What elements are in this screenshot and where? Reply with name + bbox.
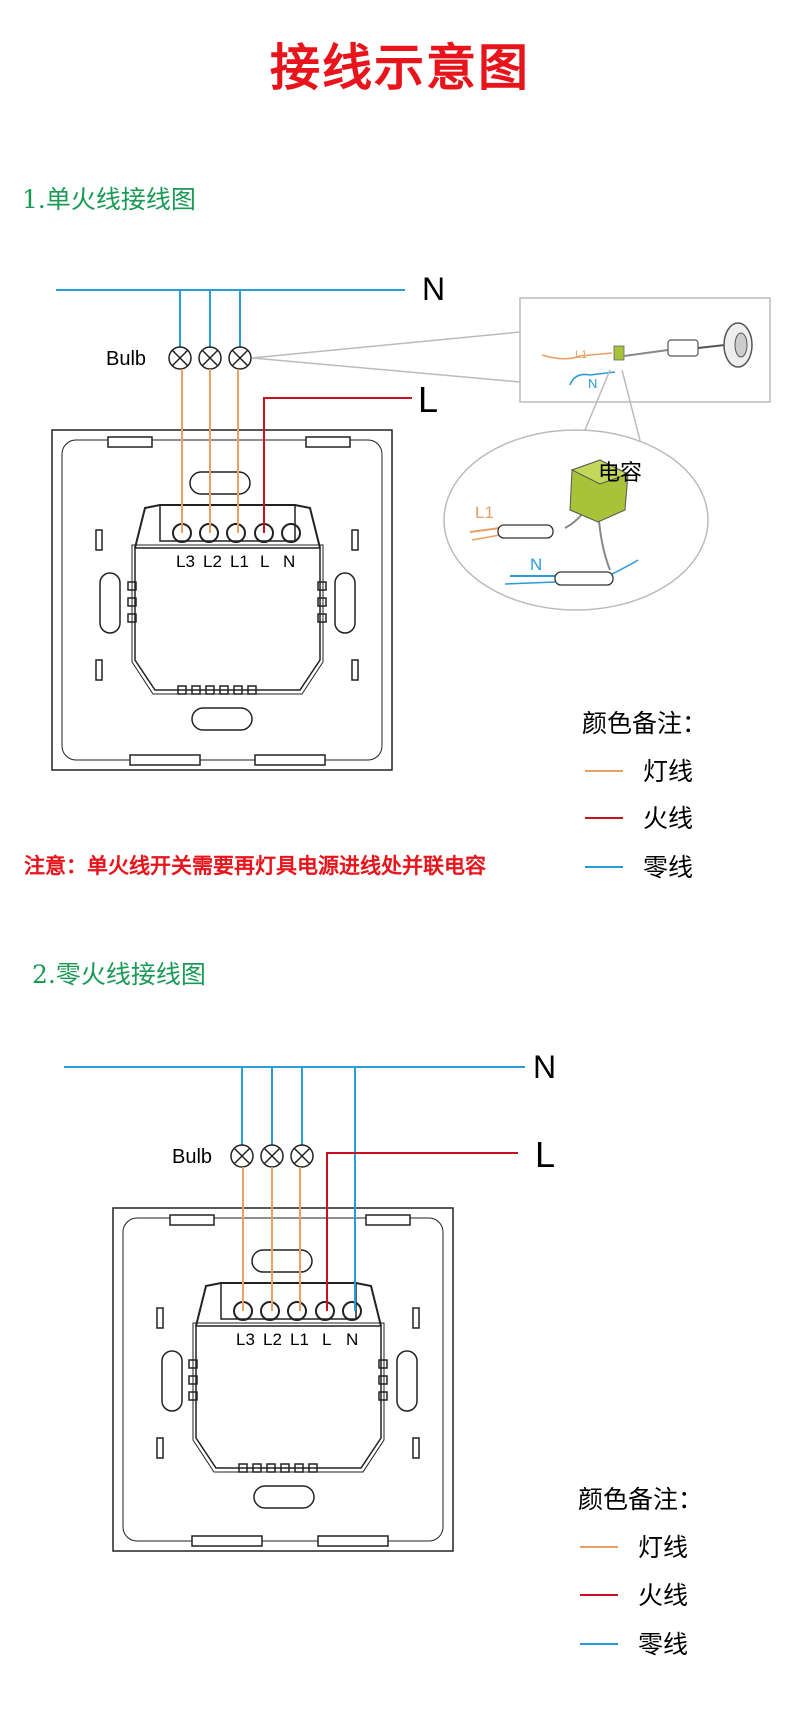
section1-live-wire xyxy=(263,397,412,533)
inset-zoom-n-label: N xyxy=(530,555,542,574)
section2-bulb-symbols xyxy=(230,1144,314,1168)
section1-switch-panel xyxy=(51,429,393,771)
section2-legend-swatch-live xyxy=(580,1594,618,1596)
section1-bulb-symbols xyxy=(168,346,252,370)
section2-live-wire xyxy=(326,1152,518,1311)
section2-switch-panel xyxy=(112,1207,454,1552)
section2-heading: 2.零火线接线图 xyxy=(32,960,206,989)
section1-bulb-label: Bulb xyxy=(106,348,146,370)
section2-legend-label-lamp: 灯线 xyxy=(638,1533,689,1562)
page-title: 接线示意图 xyxy=(270,39,530,97)
section2-terminal-l: L xyxy=(322,1330,331,1349)
section1-legend-label-neutral: 零线 xyxy=(643,853,694,882)
section2-l-label: L xyxy=(535,1134,555,1175)
inset-small-n-label: N xyxy=(588,376,597,391)
section1-zoom-inset: 电容 L1 N xyxy=(443,429,709,611)
section2-legend-label-neutral: 零线 xyxy=(638,1630,689,1659)
section1-n-label: N xyxy=(422,271,445,307)
section1-terminal-l1: L1 xyxy=(230,552,249,571)
section1-legend-label-live: 火线 xyxy=(643,804,694,833)
section2-terminal-l2: L2 xyxy=(263,1330,282,1349)
section1-legend-swatch-neutral xyxy=(585,866,623,868)
section2-bulb-label: Bulb xyxy=(172,1146,212,1168)
section1-heading: 1.单火线接线图 xyxy=(22,185,196,214)
section1-legend-title: 颜色备注： xyxy=(582,709,708,738)
section1-lamp-wires xyxy=(181,369,239,533)
section2-legend-swatch-lamp xyxy=(580,1546,618,1548)
inset-zoom-l1-label: L1 xyxy=(475,503,494,522)
section1-callout-lines xyxy=(251,331,521,383)
section2-n-label: N xyxy=(533,1049,556,1085)
section1-legend-swatch-lamp xyxy=(585,770,623,772)
section1-terminal-l2: L2 xyxy=(203,552,222,571)
section1-note: 注意：单火线开关需要再灯具电源进线处并联电容 xyxy=(24,854,486,878)
section2-legend-title: 颜色备注： xyxy=(578,1485,704,1514)
section1-l-label: L xyxy=(418,379,438,420)
section1-terminal-n: N xyxy=(283,552,295,571)
section1-terminal-l3: L3 xyxy=(176,552,195,571)
section2-legend-label-live: 火线 xyxy=(638,1581,689,1610)
section2-terminal-l3: L3 xyxy=(236,1330,255,1349)
section2-lamp-wires xyxy=(242,1167,301,1311)
section1-terminal-l: L xyxy=(260,552,269,571)
section1-photo-inset: L1 N xyxy=(519,297,771,403)
section2-neutral-drops xyxy=(241,1067,356,1311)
section1-legend-label-lamp: 灯线 xyxy=(643,757,694,786)
section2-terminal-n: N xyxy=(346,1330,358,1349)
section2-terminal-l1: L1 xyxy=(290,1330,309,1349)
section1-legend-swatch-live xyxy=(585,817,623,819)
inset-capacitor-label: 电容 xyxy=(598,460,642,485)
section2-terminal-screws xyxy=(233,1301,362,1321)
section1-wiring-diagram: N L Bulb L3 L2 L1 L N L1 N xyxy=(51,271,771,771)
inset-small-l1-label: L1 xyxy=(575,349,587,361)
section1-neutral-drops xyxy=(179,290,241,348)
section2-legend-swatch-neutral xyxy=(580,1643,618,1645)
section1-zoom-connector xyxy=(584,369,643,449)
